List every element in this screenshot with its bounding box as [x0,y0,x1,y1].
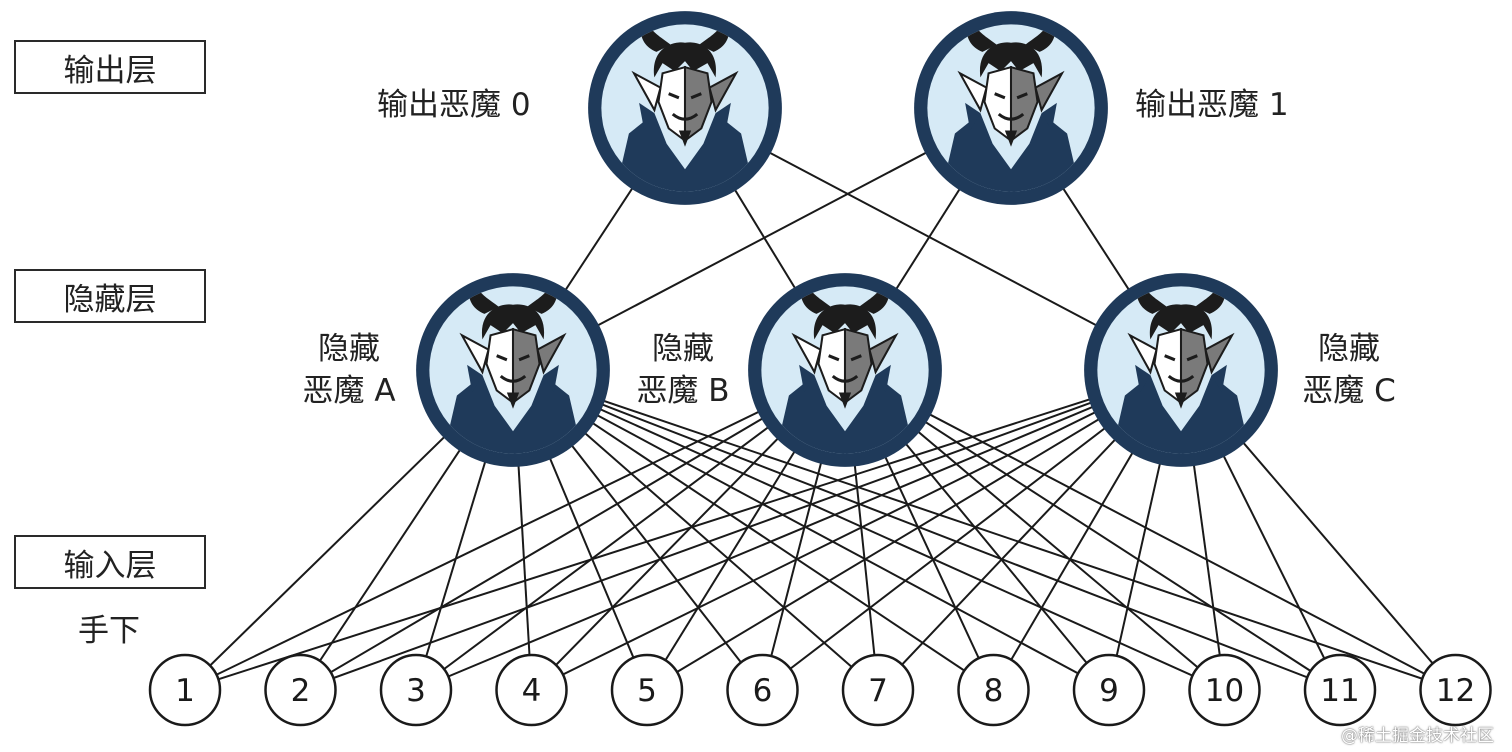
input-node-9: 9 [1072,653,1146,727]
input-node-circle [726,653,799,727]
hidden-demon-c-line1: 隐藏 [1318,331,1380,367]
input-node-circle [379,653,453,727]
input-node-label: 2 [291,673,311,709]
output-demon-1-label: 输出恶魔 1 [1135,87,1289,123]
input-node-5: 5 [610,653,684,727]
input-caption: 手下 [78,613,140,649]
edge-input-11-to-hidden-a [512,369,1341,691]
input-node-7: 7 [841,653,915,727]
input-node-label: 9 [1099,673,1119,709]
input-node-label: 3 [406,673,426,709]
hidden-demon-c-label: 隐藏 恶魔 C [1292,328,1406,412]
input-node-4: 4 [495,653,568,727]
input-node-circle [957,653,1030,727]
output-layer-label: 输出层 [14,40,206,94]
input-node-label: 10 [1205,673,1244,709]
input-node-label: 5 [637,673,657,709]
hidden-demon-b-line2: 恶魔 B [636,373,730,409]
input-node-6: 6 [726,653,799,727]
edge-input-11-to-hidden-b [844,369,1341,691]
hidden-demon-b-line1: 隐藏 [652,331,714,367]
input-node-8: 8 [957,653,1030,727]
input-node-1: 1 [148,653,222,727]
hidden-demon-a-icon [416,273,610,467]
hidden-demon-b-icon [748,273,942,467]
input-node-label: 7 [868,673,888,709]
hidden-demon-a-line2: 恶魔 A [302,373,396,409]
input-node-12: 12 [1419,653,1492,727]
input-node-3: 3 [379,653,453,727]
edge-input-12-to-hidden-a [512,369,1456,691]
input-node-circle [1188,653,1261,727]
edge-input-12-to-hidden-b [844,369,1456,691]
output-demon-0-icon [588,11,782,205]
edge-input-10-to-hidden-a [512,369,1225,691]
input-layer-label: 输入层 [14,535,206,589]
hidden-demon-a-label: 隐藏 恶魔 A [292,328,406,412]
input-node-11: 11 [1303,653,1377,727]
input-node-label: 8 [984,673,1004,709]
edge-input-5-to-hidden-c [646,369,1182,691]
hidden-layer-label: 隐藏层 [14,269,206,323]
hidden-demon-b-label: 隐藏 恶魔 B [626,328,740,412]
hidden-demon-c-icon [1084,273,1278,467]
edge-input-4-to-hidden-c [531,369,1182,691]
edge-input-9-to-hidden-a [512,369,1110,691]
input-node-10: 10 [1188,653,1261,727]
watermark: @稀土掘金技术社区 [1341,726,1494,746]
input-node-label: 1 [175,673,195,709]
input-node-label: 4 [522,673,542,709]
input-node-circle [495,653,568,727]
input-node-label: 12 [1436,673,1475,709]
edge-input-1-to-hidden-c [184,369,1182,691]
hidden-demon-c-line2: 恶魔 C [1302,373,1396,409]
input-node-circle [1303,653,1377,727]
input-node-circle [841,653,915,727]
input-node-circle [1072,653,1146,727]
input-node-circle [148,653,222,727]
input-node-label: 11 [1320,673,1359,709]
edge-input-2-to-hidden-b [299,369,846,691]
hidden-demon-a-line1: 隐藏 [318,331,380,367]
input-node-2: 2 [264,653,337,727]
output-demon-0-label: 输出恶魔 0 [377,87,531,123]
edge-input-1-to-hidden-b [184,369,846,691]
input-node-label: 6 [753,673,773,709]
output-demon-1-icon [914,11,1108,205]
input-node-circle [264,653,337,727]
edge-input-3-to-hidden-c [415,369,1182,691]
edge-input-2-to-hidden-c [300,369,1182,691]
input-node-circle [1419,653,1492,727]
input-node-circle [610,653,684,727]
